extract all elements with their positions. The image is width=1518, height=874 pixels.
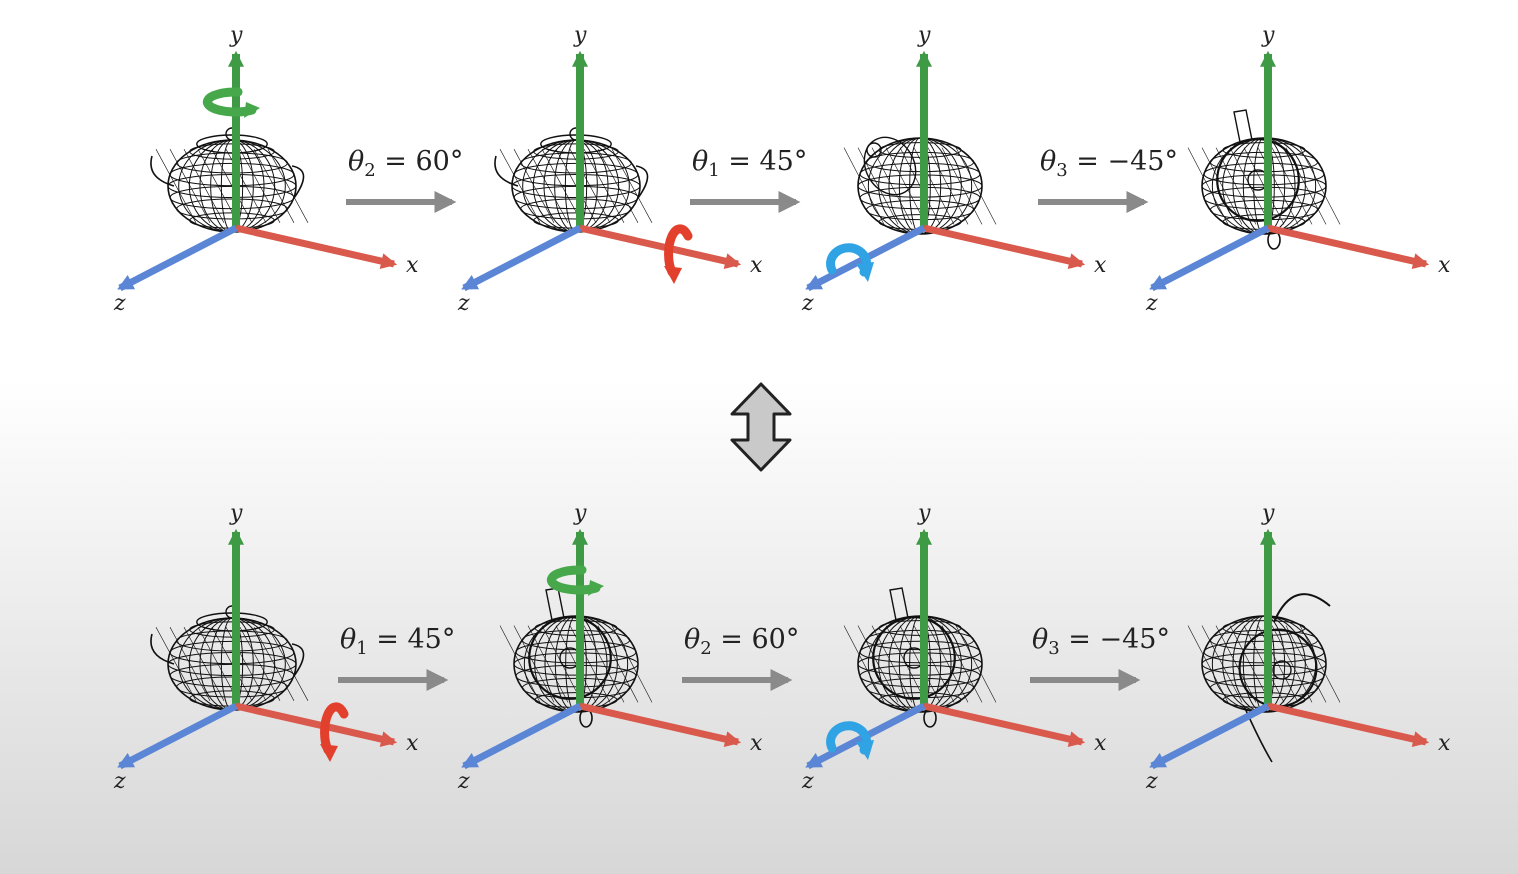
z-axis — [117, 224, 238, 292]
y-axis-label: y — [1261, 501, 1275, 526]
x-axis-label: x — [1438, 253, 1451, 278]
z-axis-label: z — [113, 769, 126, 794]
z-axis-label: z — [457, 769, 470, 794]
rotation-equation: θ3 = −45° — [1032, 624, 1170, 659]
rotate-y-icon — [202, 87, 260, 118]
x-axis — [1267, 224, 1430, 269]
x-axis — [923, 702, 1086, 747]
z-axis-label: z — [801, 291, 814, 316]
panel-0-0: x y z — [113, 23, 419, 316]
rotate-z-icon — [826, 243, 874, 282]
x-axis — [923, 224, 1086, 269]
panel-0-2: x y z — [801, 23, 1107, 316]
step-0-1: θ1 = 45° — [690, 146, 807, 213]
panel-1-1: x y z — [457, 501, 763, 794]
x-axis — [579, 702, 742, 747]
teapot-wireframe — [150, 605, 309, 711]
x-axis-label: x — [750, 253, 763, 278]
panel-1-3: x y z — [1145, 501, 1451, 794]
z-axis — [117, 702, 238, 770]
step-1-0: θ1 = 45° — [338, 624, 455, 691]
step-0-0: θ2 = 60° — [346, 146, 463, 213]
rotate-x-icon — [664, 224, 693, 284]
panel-0-1: x y z — [457, 23, 763, 316]
x-axis-label: x — [1438, 731, 1451, 756]
y-axis-label: y — [573, 23, 587, 48]
rotate-z-icon — [826, 721, 874, 760]
z-axis — [1149, 224, 1270, 292]
step-1-1: θ2 = 60° — [682, 624, 799, 691]
x-axis — [1267, 702, 1430, 747]
z-axis-label: z — [113, 291, 126, 316]
y-axis-label: y — [1261, 23, 1275, 48]
teapot-wireframe — [150, 127, 309, 233]
z-axis — [1149, 702, 1270, 770]
panel-0-3: x y z — [1145, 23, 1451, 316]
x-axis-label: x — [1094, 731, 1107, 756]
double-arrow-vertical-icon — [730, 382, 792, 472]
x-axis — [579, 224, 742, 269]
panel-1-2: x y z — [801, 501, 1107, 794]
rotation-equation: θ1 = 45° — [340, 624, 455, 659]
z-axis — [461, 224, 582, 292]
z-axis-label: z — [1145, 291, 1158, 316]
y-axis-label: y — [917, 23, 931, 48]
teapot-wireframe — [494, 127, 653, 233]
panel-1-0: x y z — [113, 501, 419, 794]
rotation-equation: θ2 = 60° — [684, 624, 799, 659]
z-axis-label: z — [457, 291, 470, 316]
rotation-equation: θ3 = −45° — [1040, 146, 1178, 181]
x-axis-label: x — [406, 253, 419, 278]
x-axis — [235, 702, 398, 747]
x-axis — [235, 224, 398, 269]
y-axis-label: y — [229, 23, 243, 48]
z-axis — [461, 702, 582, 770]
rotation-equation: θ2 = 60° — [348, 146, 463, 181]
x-axis-label: x — [406, 731, 419, 756]
rotate-y-icon — [546, 565, 604, 596]
x-axis-label: x — [1094, 253, 1107, 278]
y-axis-label: y — [229, 501, 243, 526]
step-1-2: θ3 = −45° — [1030, 624, 1170, 691]
y-axis-label: y — [573, 501, 587, 526]
z-axis-label: z — [1145, 769, 1158, 794]
x-axis-label: x — [750, 731, 763, 756]
rotation-equation: θ1 = 45° — [692, 146, 807, 181]
y-axis-label: y — [917, 501, 931, 526]
z-axis-label: z — [801, 769, 814, 794]
step-0-2: θ3 = −45° — [1038, 146, 1178, 213]
rotate-x-icon — [320, 702, 349, 762]
